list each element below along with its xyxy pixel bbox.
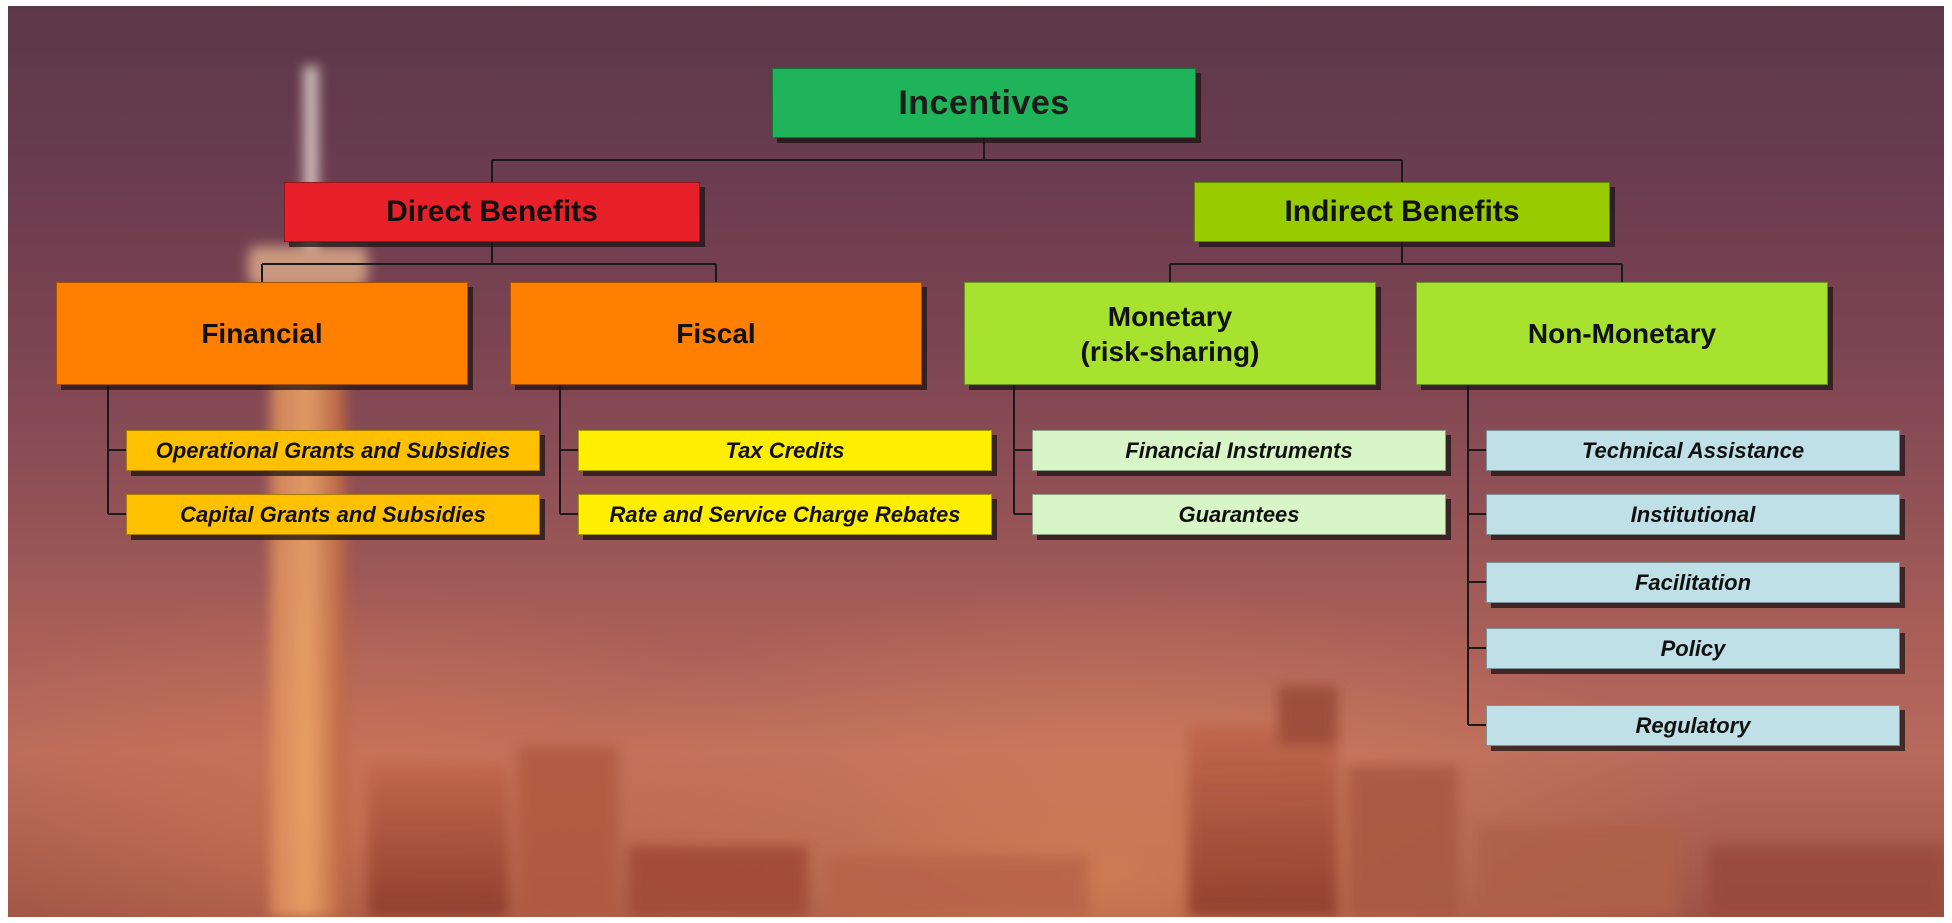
leaf-label: Policy <box>1660 635 1726 661</box>
leaf-label: Regulatory <box>1635 712 1751 738</box>
leaf-label: Capital Grants and Subsidies <box>180 501 486 527</box>
leaf-policy: Policy <box>1486 628 1900 669</box>
node-financial-label: Financial <box>201 318 323 349</box>
node-monetary-label: Monetary (risk-sharing) <box>1080 300 1260 367</box>
node-fiscal: Fiscal <box>510 282 922 385</box>
node-financial: Financial <box>56 282 468 385</box>
leaf-facilitation: Facilitation <box>1486 562 1900 603</box>
leaf-label: Rate and Service Charge Rebates <box>609 501 961 527</box>
node-incentives-label: Incentives <box>898 83 1070 122</box>
leaf-operational-grants: Operational Grants and Subsidies <box>126 430 540 471</box>
leaf-label: Tax Credits <box>725 437 845 463</box>
leaf-regulatory: Regulatory <box>1486 705 1900 746</box>
node-incentives: Incentives <box>772 68 1196 138</box>
leaf-capital-grants: Capital Grants and Subsidies <box>126 494 540 535</box>
leaf-label: Operational Grants and Subsidies <box>155 437 511 463</box>
node-non-monetary-label: Non-Monetary <box>1527 318 1717 349</box>
leaf-label: Technical Assistance <box>1581 437 1805 463</box>
node-fiscal-label: Fiscal <box>676 318 756 349</box>
node-direct-benefits-label: Direct Benefits <box>386 195 598 229</box>
leaf-guarantees: Guarantees <box>1032 494 1446 535</box>
leaf-label: Institutional <box>1630 501 1756 527</box>
node-monetary: Monetary (risk-sharing) <box>964 282 1376 385</box>
node-indirect-benefits-label: Indirect Benefits <box>1284 195 1520 229</box>
leaf-financial-instruments: Financial Instruments <box>1032 430 1446 471</box>
leaf-label: Guarantees <box>1178 501 1300 527</box>
leaf-rate-service-rebates: Rate and Service Charge Rebates <box>578 494 992 535</box>
slide-canvas: Incentives Direct Benefits Indirect Bene… <box>8 6 1944 917</box>
leaf-technical-assistance: Technical Assistance <box>1486 430 1900 471</box>
leaf-label: Financial Instruments <box>1125 437 1353 463</box>
node-indirect-benefits: Indirect Benefits <box>1194 182 1610 242</box>
connector-lines <box>107 138 1623 726</box>
leaf-institutional: Institutional <box>1486 494 1900 535</box>
node-direct-benefits: Direct Benefits <box>284 182 700 242</box>
leaf-tax-credits: Tax Credits <box>578 430 992 471</box>
leaf-label: Facilitation <box>1634 569 1752 595</box>
node-non-monetary: Non-Monetary <box>1416 282 1828 385</box>
